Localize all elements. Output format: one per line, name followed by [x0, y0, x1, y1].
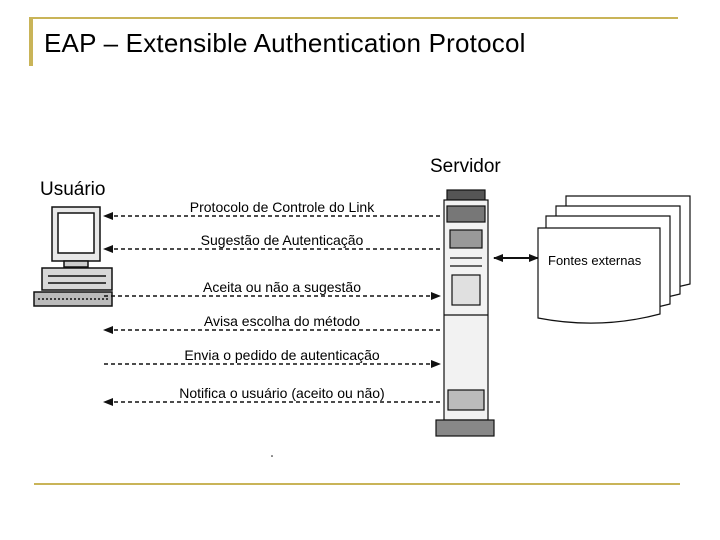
- slide-title: EAP – Extensible Authentication Protocol: [44, 28, 526, 58]
- computer-icon: [33, 206, 113, 307]
- external-sources-icon: [537, 195, 691, 324]
- server-icon: [435, 189, 495, 437]
- message-label-bg: [197, 232, 367, 248]
- message-label: Envia o pedido de autenticação: [184, 347, 380, 363]
- footer-rule: [34, 483, 680, 485]
- message-label-bg: [181, 347, 383, 363]
- message-label-bg: [186, 199, 379, 215]
- frame-accent-top: [29, 17, 678, 19]
- message-label: Notifica o usuário (aceito ou não): [179, 385, 384, 401]
- client-label: Usuário: [40, 179, 105, 200]
- message-label: Aceita ou não a sugestão: [203, 279, 361, 295]
- server-label: Servidor: [430, 156, 501, 177]
- message-label-bg: [200, 313, 364, 329]
- message-label: Protocolo de Controle do Link: [190, 199, 375, 215]
- message-label-bg: [199, 279, 365, 295]
- message-label: Sugestão de Autenticação: [201, 232, 364, 248]
- message-label: Avisa escolha do método: [204, 313, 360, 329]
- external-label: Fontes externas: [548, 253, 642, 268]
- frame-accent-left: [29, 17, 33, 66]
- stray-dot: [271, 455, 273, 457]
- message-label-bg: [176, 385, 388, 401]
